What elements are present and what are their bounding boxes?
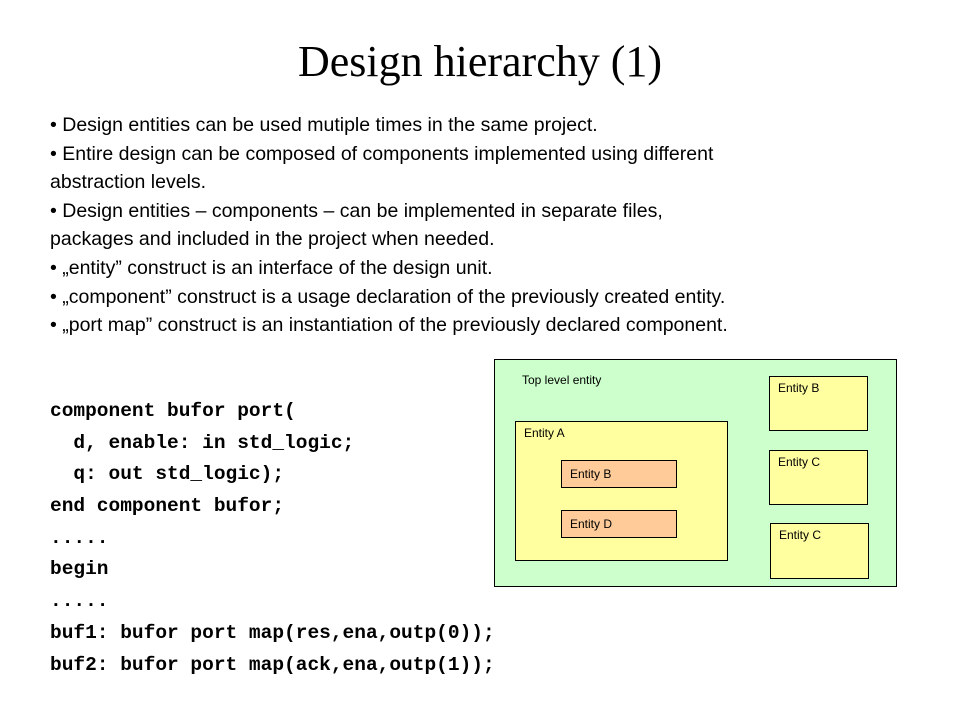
entity-a-box: Entity A xyxy=(515,421,728,561)
slide-title: Design hierarchy (1) xyxy=(297,37,663,86)
entity-b-sub-label: Entity B xyxy=(570,467,612,481)
top-level-entity-label: Top level entity xyxy=(522,373,602,387)
entity-b-label: Entity B xyxy=(778,381,820,395)
code-line: q: out std_logic); xyxy=(50,463,285,486)
entity-c-label: Entity C xyxy=(778,455,821,469)
code-line: end component bufor; xyxy=(50,495,285,518)
entity-c-box-2: Entity C xyxy=(770,523,869,579)
entity-d-sub-box: Entity D xyxy=(561,510,677,538)
code-line: buf2: bufor port map(ack,ena,outp(1)); xyxy=(50,653,495,676)
bullet-line: • „component” construct is a usage decla… xyxy=(50,285,726,308)
code-line: ..... xyxy=(50,590,109,613)
entity-b-box: Entity B xyxy=(769,376,868,431)
code-line: ..... xyxy=(50,526,109,549)
code-line: buf1: bufor port map(res,ena,outp(0)); xyxy=(50,621,495,644)
entity-c-label-2: Entity C xyxy=(779,528,822,542)
code-line: d, enable: in std_logic; xyxy=(50,431,355,454)
bullet-line: • Design entities can be used mutiple ti… xyxy=(50,114,598,136)
entity-a-label: Entity A xyxy=(524,426,565,440)
code-line: component bufor port( xyxy=(50,400,296,422)
bullet-line: • „entity” construct is an interface of … xyxy=(50,256,493,279)
entity-d-sub-label: Entity D xyxy=(570,517,613,531)
code-line: begin xyxy=(50,558,109,581)
entity-b-sub-box: Entity B xyxy=(561,460,677,488)
bullet-line: packages and included in the project whe… xyxy=(50,228,495,251)
vhdl-code-block: component bufor port( d, enable: in std_… xyxy=(50,396,495,681)
entity-c-box: Entity C xyxy=(769,450,868,505)
bullet-list: • Design entities can be used mutiple ti… xyxy=(50,111,910,340)
bullet-line: abstraction levels. xyxy=(50,171,207,194)
bullet-line: • „port map” construct is an instantiati… xyxy=(50,314,728,337)
bullet-line: • Entire design can be composed of compo… xyxy=(50,142,714,165)
bullet-line: • Design entities – components – can be … xyxy=(50,199,663,222)
